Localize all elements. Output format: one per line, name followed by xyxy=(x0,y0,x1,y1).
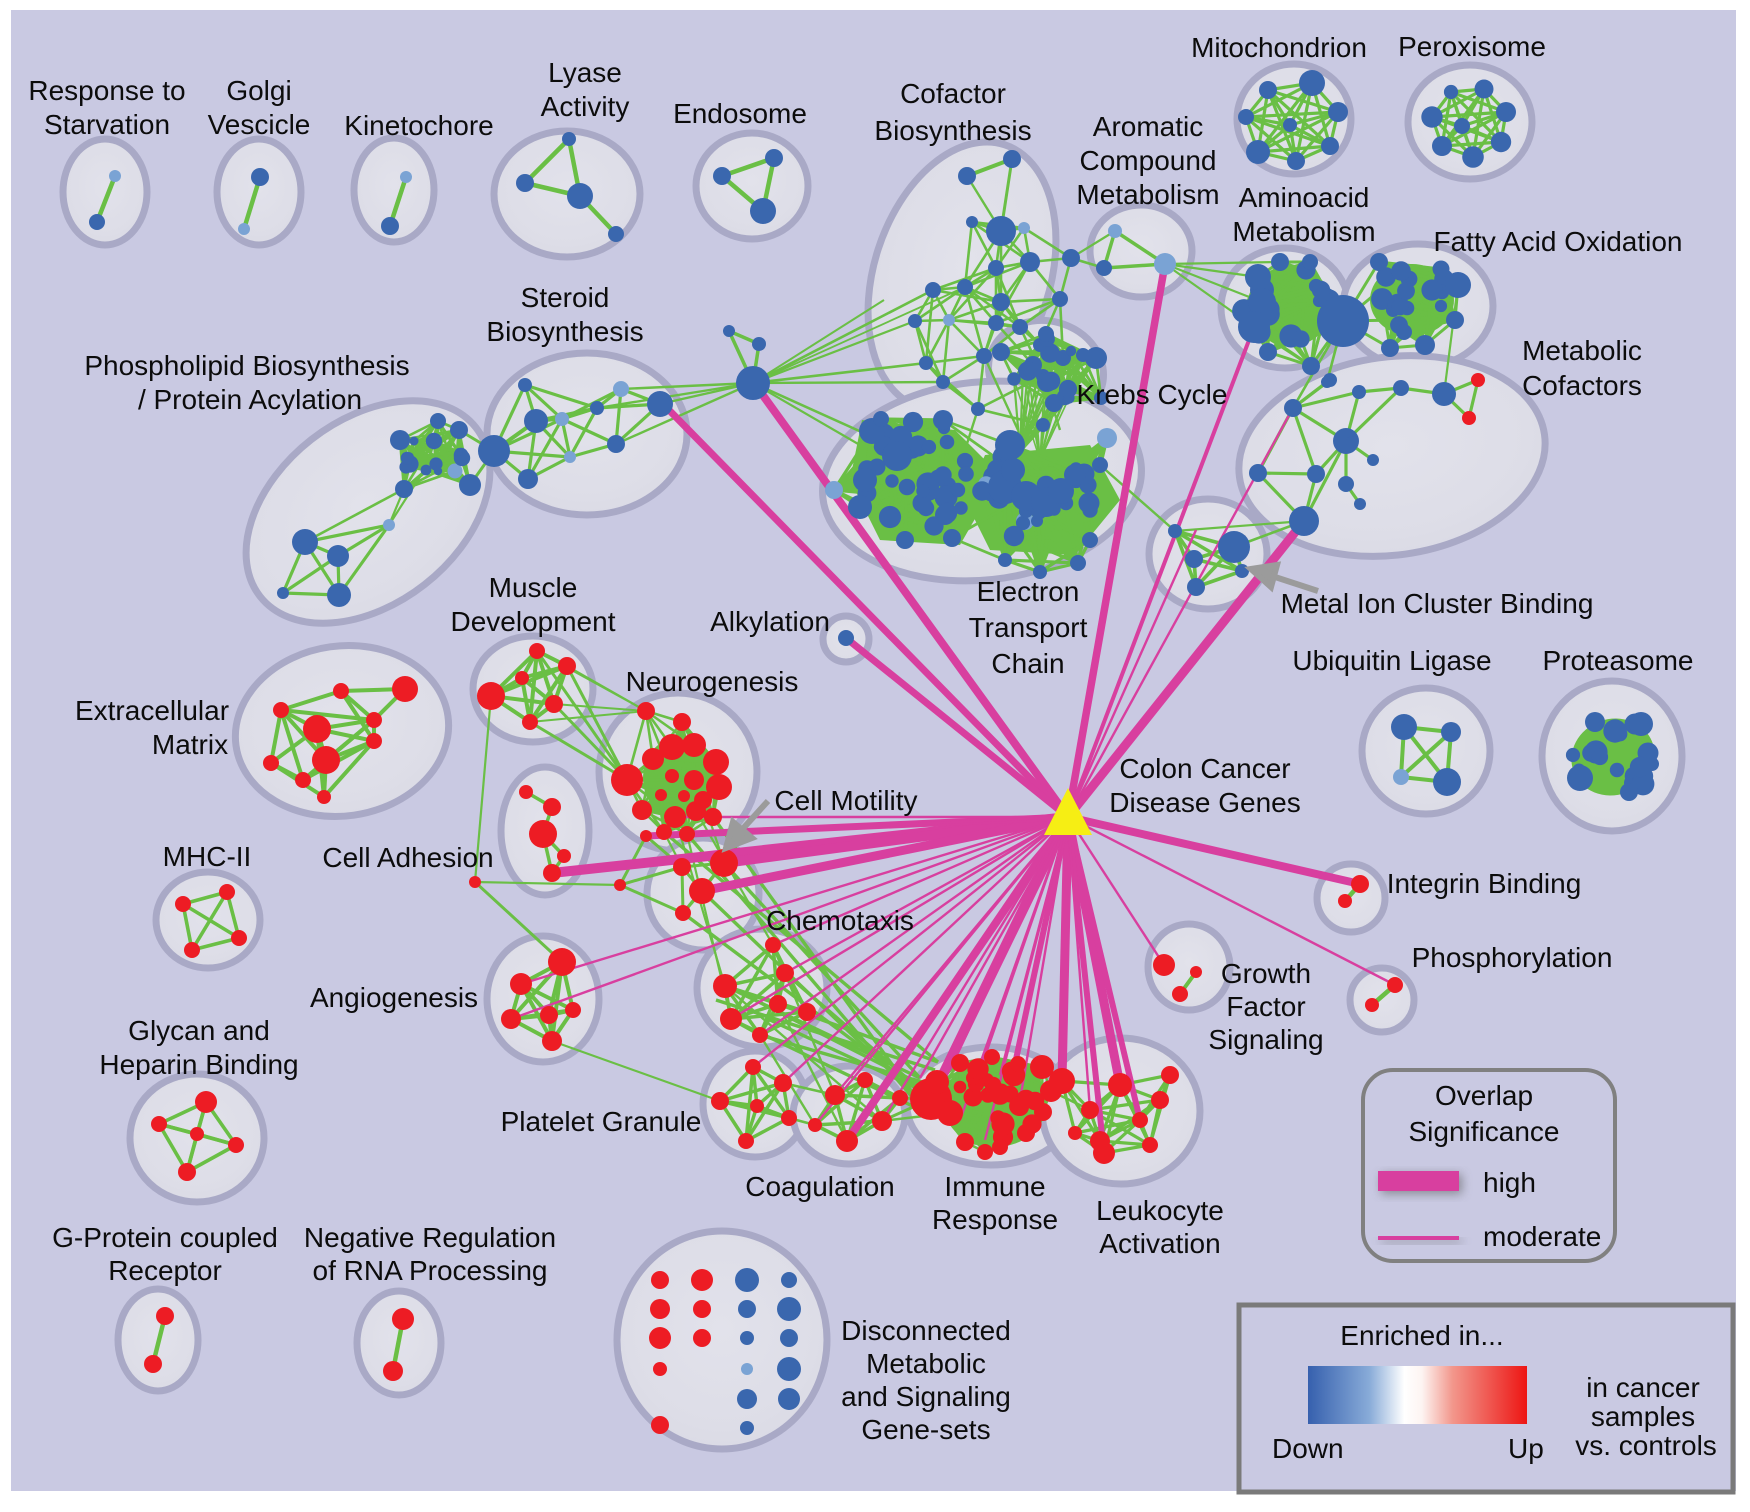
svg-text:moderate: moderate xyxy=(1483,1221,1601,1252)
svg-text:Transport: Transport xyxy=(969,612,1088,643)
svg-text:Extracellular: Extracellular xyxy=(75,695,229,726)
svg-text:and Signaling: and Signaling xyxy=(841,1381,1011,1412)
svg-text:Glycan and: Glycan and xyxy=(128,1015,270,1046)
svg-text:Mitochondrion: Mitochondrion xyxy=(1191,32,1367,63)
svg-text:Angiogenesis: Angiogenesis xyxy=(310,982,478,1013)
svg-text:Disease Genes: Disease Genes xyxy=(1109,787,1300,818)
svg-text:Leukocyte: Leukocyte xyxy=(1096,1195,1224,1226)
svg-text:Down: Down xyxy=(1272,1433,1344,1464)
svg-text:Immune: Immune xyxy=(944,1171,1045,1202)
svg-text:Coagulation: Coagulation xyxy=(745,1171,894,1202)
svg-text:Peroxisome: Peroxisome xyxy=(1398,31,1546,62)
svg-text:Up: Up xyxy=(1508,1433,1544,1464)
svg-text:Response: Response xyxy=(932,1204,1058,1235)
svg-text:Phospholipid Biosynthesis: Phospholipid Biosynthesis xyxy=(84,350,409,381)
svg-text:Chemotaxis: Chemotaxis xyxy=(766,905,914,936)
svg-text:Factor: Factor xyxy=(1226,991,1305,1022)
svg-text:Signaling: Signaling xyxy=(1208,1024,1323,1055)
svg-text:MHC-II: MHC-II xyxy=(163,841,252,872)
svg-text:Activation: Activation xyxy=(1099,1228,1220,1259)
svg-text:Heparin Binding: Heparin Binding xyxy=(99,1049,298,1080)
svg-text:Negative Regulation: Negative Regulation xyxy=(304,1222,556,1253)
svg-text:Cofactor: Cofactor xyxy=(900,78,1006,109)
svg-text:Neurogenesis: Neurogenesis xyxy=(626,666,799,697)
svg-text:Cell Motility: Cell Motility xyxy=(774,785,917,816)
svg-text:Activity: Activity xyxy=(541,91,630,122)
svg-text:Compound: Compound xyxy=(1080,145,1217,176)
svg-text:Proteasome: Proteasome xyxy=(1543,645,1694,676)
svg-text:Biosynthesis: Biosynthesis xyxy=(874,115,1031,146)
svg-text:Matrix: Matrix xyxy=(152,729,228,760)
svg-text:high: high xyxy=(1483,1167,1536,1198)
svg-text:Platelet Granule: Platelet Granule xyxy=(501,1106,702,1137)
svg-text:Disconnected: Disconnected xyxy=(841,1315,1011,1346)
svg-text:Response to: Response to xyxy=(28,75,185,106)
svg-text:Cofactors: Cofactors xyxy=(1522,370,1642,401)
svg-text:Steroid: Steroid xyxy=(521,282,610,313)
svg-text:Krebs Cycle: Krebs Cycle xyxy=(1077,379,1228,410)
svg-text:Metal Ion Cluster Binding: Metal Ion Cluster Binding xyxy=(1281,588,1594,619)
svg-text:Chain: Chain xyxy=(991,648,1064,679)
svg-text:Integrin Binding: Integrin Binding xyxy=(1387,868,1582,899)
svg-text:Kinetochore: Kinetochore xyxy=(344,110,493,141)
svg-text:Ubiquitin Ligase: Ubiquitin Ligase xyxy=(1292,645,1491,676)
svg-text:Vescicle: Vescicle xyxy=(208,109,311,140)
svg-text:Biosynthesis: Biosynthesis xyxy=(486,316,643,347)
svg-text:Aminoacid: Aminoacid xyxy=(1239,182,1370,213)
svg-text:Metabolism: Metabolism xyxy=(1076,179,1219,210)
svg-text:/ Protein Acylation: / Protein Acylation xyxy=(138,384,362,415)
svg-text:Enriched in...: Enriched in... xyxy=(1340,1320,1503,1351)
svg-text:Alkylation: Alkylation xyxy=(710,606,830,637)
svg-text:Lyase: Lyase xyxy=(548,57,622,88)
svg-text:Phosphorylation: Phosphorylation xyxy=(1412,942,1613,973)
svg-text:Starvation: Starvation xyxy=(44,109,170,140)
svg-text:Receptor: Receptor xyxy=(108,1255,222,1286)
svg-text:samples: samples xyxy=(1591,1401,1695,1432)
svg-text:Cell Adhesion: Cell Adhesion xyxy=(322,842,493,873)
svg-text:Gene-sets: Gene-sets xyxy=(861,1414,990,1445)
svg-text:Metabolic: Metabolic xyxy=(866,1348,986,1379)
svg-text:Electron: Electron xyxy=(977,576,1080,607)
svg-text:Aromatic: Aromatic xyxy=(1093,111,1203,142)
svg-text:in cancer: in cancer xyxy=(1586,1372,1700,1403)
svg-text:Metabolic: Metabolic xyxy=(1522,335,1642,366)
svg-text:Colon Cancer: Colon Cancer xyxy=(1119,753,1290,784)
svg-text:Metabolism: Metabolism xyxy=(1232,216,1375,247)
svg-text:Significance: Significance xyxy=(1409,1116,1560,1147)
svg-text:G-Protein coupled: G-Protein coupled xyxy=(52,1222,278,1253)
svg-text:Overlap: Overlap xyxy=(1435,1080,1533,1111)
svg-text:Endosome: Endosome xyxy=(673,98,807,129)
svg-text:Growth: Growth xyxy=(1221,958,1311,989)
svg-text:Development: Development xyxy=(451,606,616,637)
svg-text:vs. controls: vs. controls xyxy=(1575,1430,1717,1461)
svg-text:Muscle: Muscle xyxy=(489,572,578,603)
svg-text:of RNA Processing: of RNA Processing xyxy=(313,1255,548,1286)
svg-text:Fatty Acid Oxidation: Fatty Acid Oxidation xyxy=(1433,226,1682,257)
svg-text:Golgi: Golgi xyxy=(226,75,291,106)
